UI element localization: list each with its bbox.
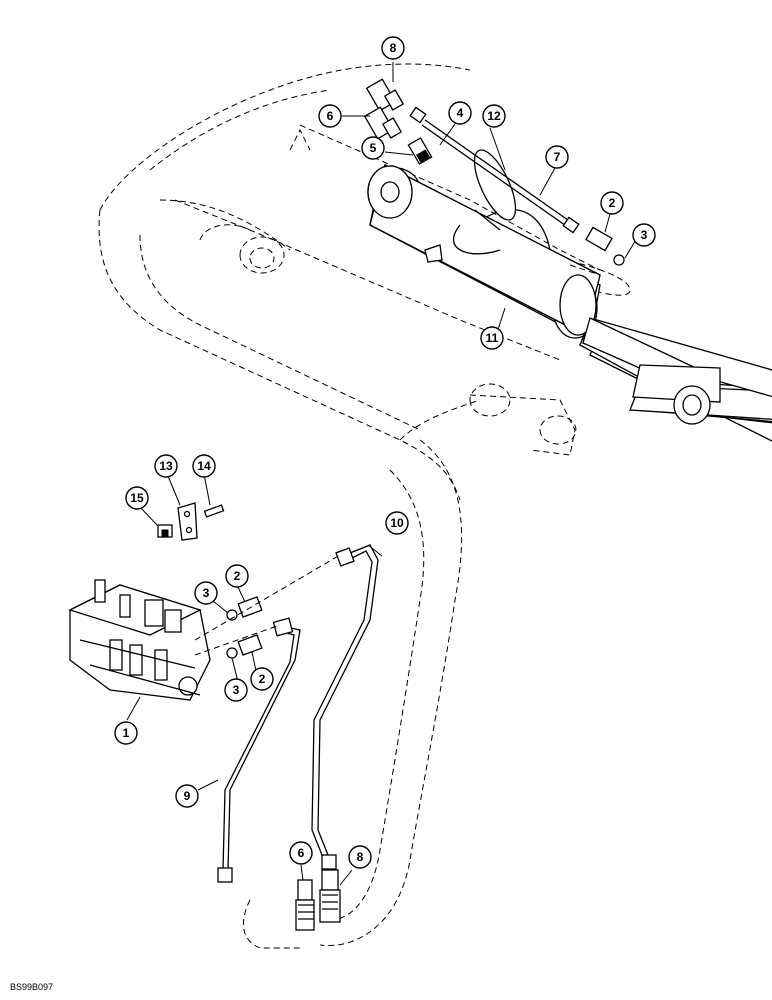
figure-reference: BS99B097 — [10, 982, 53, 992]
clip-15 — [157, 524, 173, 538]
callout-number: 1 — [123, 726, 130, 740]
callout-2-top: 2 — [600, 191, 624, 215]
callout-number: 10 — [390, 516, 404, 530]
callout-number: 15 — [130, 491, 144, 505]
callout-number: 12 — [487, 109, 501, 123]
callout-number: 2 — [234, 569, 241, 583]
callout-number: 3 — [233, 683, 240, 697]
callout-number: 6 — [327, 109, 334, 123]
callout-5: 5 — [361, 136, 385, 160]
fitting-6-top — [363, 106, 403, 140]
callouts: 8 6 4 5 12 7 2 3 — [114, 36, 656, 886]
fitting-8-bottom — [319, 869, 341, 923]
callout-13: 13 — [154, 454, 178, 478]
fitting-2-top — [585, 226, 613, 252]
callout-number: 7 — [554, 150, 561, 164]
bolt-14 — [203, 504, 225, 518]
callout-number: 8 — [390, 41, 397, 55]
callout-number: 14 — [197, 459, 211, 473]
callout-number: 6 — [298, 846, 305, 860]
tube-7 — [409, 106, 580, 234]
callout-9: 9 — [175, 784, 199, 808]
cylinder-visible — [367, 164, 721, 425]
callout-number: 11 — [486, 331, 499, 345]
callout-14: 14 — [192, 454, 216, 478]
callout-2-upper-left: 2 — [225, 564, 249, 588]
callout-number: 2 — [609, 196, 616, 210]
control-valve — [68, 579, 211, 701]
fitting-8-top — [365, 78, 405, 112]
callout-number: 13 — [159, 459, 173, 473]
fitting-2-upper-left — [237, 596, 263, 618]
oring-3-lower-left — [226, 647, 238, 659]
callout-number: 2 — [259, 672, 266, 686]
fitting-2-lower-left — [237, 634, 263, 656]
callout-15: 15 — [125, 486, 149, 510]
callout-number: 9 — [184, 789, 191, 803]
callout-number: 3 — [203, 586, 210, 600]
assembly-lines — [194, 264, 601, 656]
callout-3-top: 3 — [632, 223, 656, 247]
callout-number: 5 — [370, 141, 377, 155]
callout-12: 12 — [482, 104, 506, 128]
callout-8-bottom: 8 — [348, 845, 372, 869]
boom-outline — [98, 63, 631, 949]
callout-number: 8 — [357, 850, 364, 864]
callout-8-top: 8 — [381, 36, 405, 60]
tube-10 — [311, 544, 379, 870]
callout-number: 4 — [457, 106, 464, 120]
callout-3-upper-left: 3 — [194, 581, 218, 605]
oring-3-top — [613, 254, 625, 266]
callout-2-lower-left: 2 — [250, 667, 274, 691]
callout-11: 11 — [480, 326, 504, 350]
callout-10: 10 — [385, 511, 409, 535]
tube-9 — [217, 617, 301, 883]
callout-3-lower-left: 3 — [224, 678, 248, 702]
fitting-5 — [407, 137, 433, 165]
callout-6-top: 6 — [318, 104, 342, 128]
hose-clamp — [473, 149, 517, 231]
bracket-13 — [177, 502, 198, 541]
callout-4: 4 — [448, 101, 472, 125]
callout-7: 7 — [545, 145, 569, 169]
callout-6-bottom: 6 — [289, 841, 313, 865]
fitting-6-bottom — [295, 879, 315, 931]
callout-number: 3 — [641, 228, 648, 242]
oring-3-upper-left — [226, 609, 238, 621]
callout-1: 1 — [114, 721, 138, 745]
